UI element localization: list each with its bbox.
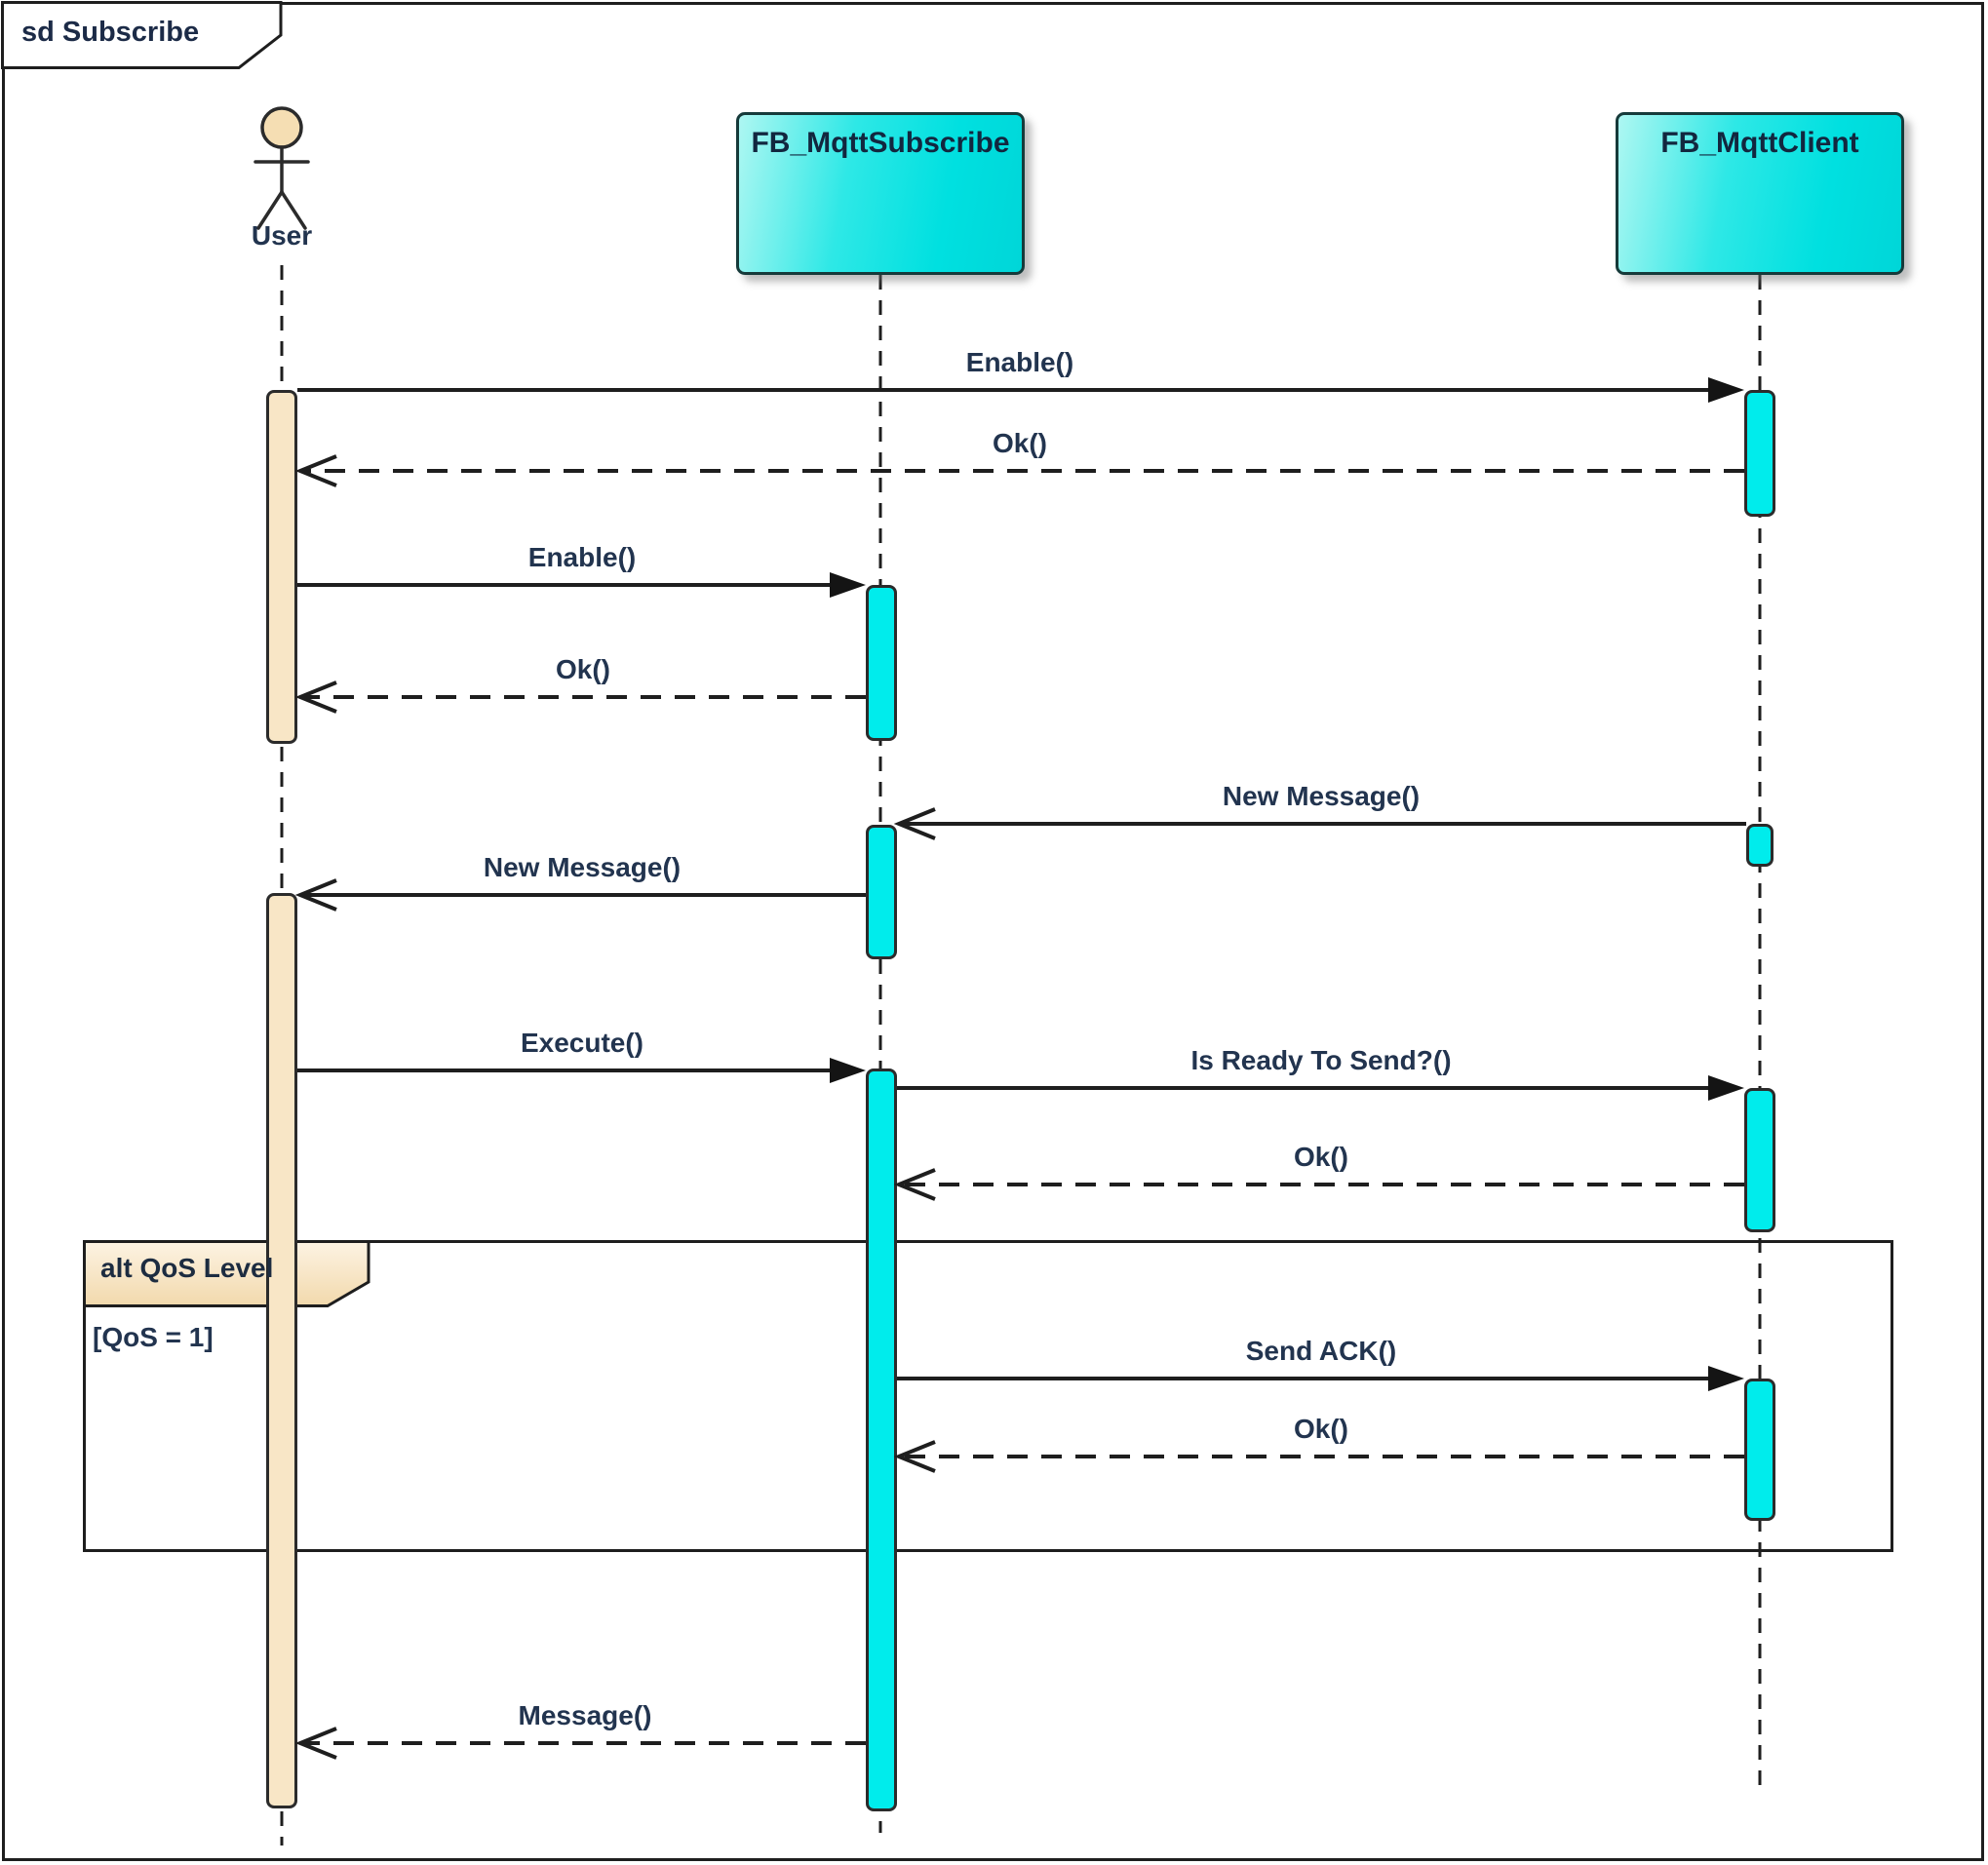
message-label: Execute() (520, 1028, 644, 1058)
lifeline-name: FB_MqttSubscribe (751, 127, 1010, 159)
activation-bar-user-1 (266, 390, 297, 744)
activation-bar-subscribe-1 (866, 585, 897, 741)
message-label: New Message() (483, 852, 682, 882)
activation-bar-client-1 (1744, 390, 1775, 517)
lifeline-head-fb-mqttsubscribe: FB_MqttSubscribe (736, 112, 1025, 275)
message-label: Ok() (993, 428, 1047, 458)
diagram-title: sd Subscribe (21, 17, 200, 48)
activation-bar-client-3 (1744, 1088, 1775, 1232)
message-label: Ok() (1294, 1142, 1348, 1172)
message-label: Ok() (1294, 1414, 1348, 1444)
alt-fragment-frame (83, 1240, 1893, 1552)
lifeline-head-fb-mqttclient: FB_MqttClient (1616, 112, 1904, 275)
message-label: Enable() (527, 542, 637, 572)
message-label: Is Ready To Send?() (1190, 1045, 1452, 1075)
message-label: Send ACK() (1245, 1336, 1397, 1366)
alt-operator-label: alt QoS Level (100, 1253, 274, 1283)
alt-guard-condition: [QoS = 1] (93, 1322, 214, 1352)
activation-bar-subscribe-2 (866, 825, 897, 959)
message-label: Message() (518, 1700, 652, 1730)
activation-bar-client-4 (1744, 1379, 1775, 1521)
message-label: New Message() (1222, 781, 1421, 811)
message-label: Enable() (965, 347, 1074, 377)
lifeline-name: FB_MqttClient (1660, 127, 1859, 159)
activation-bar-subscribe-3 (866, 1068, 897, 1811)
activation-bar-client-2 (1746, 824, 1774, 867)
lifeline-name-user: User (251, 220, 313, 251)
message-label: Ok() (556, 654, 610, 684)
